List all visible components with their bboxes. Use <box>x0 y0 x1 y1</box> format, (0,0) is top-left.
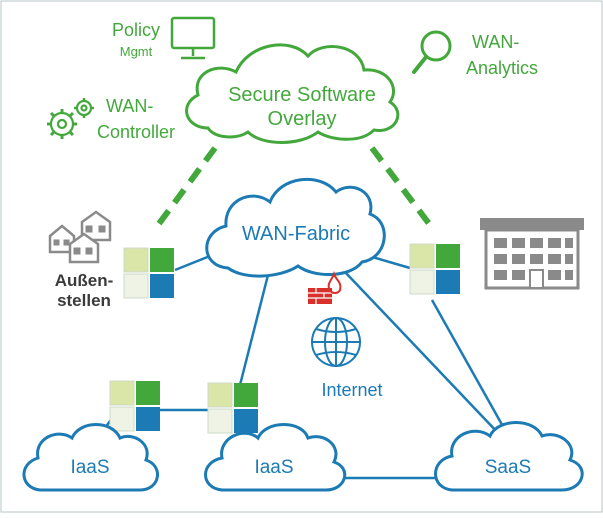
internet-label: Internet <box>321 380 382 400</box>
branch-label-line2: stellen <box>57 291 111 310</box>
router-iaas-left <box>109 380 160 432</box>
overlay-title-line1: Secure Software <box>228 84 376 106</box>
magnifier-icon <box>412 30 452 74</box>
saas-cloud <box>434 421 584 492</box>
iaas-mid-label: IaaS <box>254 457 293 478</box>
policy-label-line1: Policy <box>112 20 160 40</box>
iaas-left-label: IaaS <box>70 457 109 478</box>
overlay-cloud <box>185 43 400 144</box>
monitor-icon <box>170 16 216 60</box>
iaas-left-cloud <box>22 423 159 492</box>
iaas-mid-cloud <box>204 423 347 492</box>
globe-icon <box>311 317 361 367</box>
analytics-label-line1: WAN- <box>472 32 519 52</box>
firewall-icon <box>308 270 342 304</box>
wan-fabric-cloud <box>205 177 386 278</box>
overlay-link-right <box>369 146 433 227</box>
overlay-title-line2: Overlay <box>268 108 337 130</box>
branch-label-line1: Außen- <box>55 271 114 290</box>
link-hq-saas <box>430 299 507 431</box>
link-fabric-saas <box>344 271 501 436</box>
policy-label-line2: Mgmt <box>120 44 153 59</box>
analytics-label-line2: Analytics <box>466 58 538 78</box>
controller-label-line1: WAN- <box>106 96 153 116</box>
router-hq <box>409 243 460 295</box>
router-iaas-mid <box>207 382 258 434</box>
router-branch <box>123 247 174 299</box>
controller-label-line2: Controller <box>97 122 175 142</box>
gears-icon <box>47 98 94 139</box>
saas-label: SaaS <box>485 457 531 478</box>
office-building-icon <box>480 218 584 290</box>
overlay-link-left <box>155 146 218 227</box>
houses-icon <box>48 210 112 264</box>
link-fabric-iaas-mid <box>238 274 270 386</box>
wan-fabric-label: WAN-Fabric <box>242 223 350 245</box>
